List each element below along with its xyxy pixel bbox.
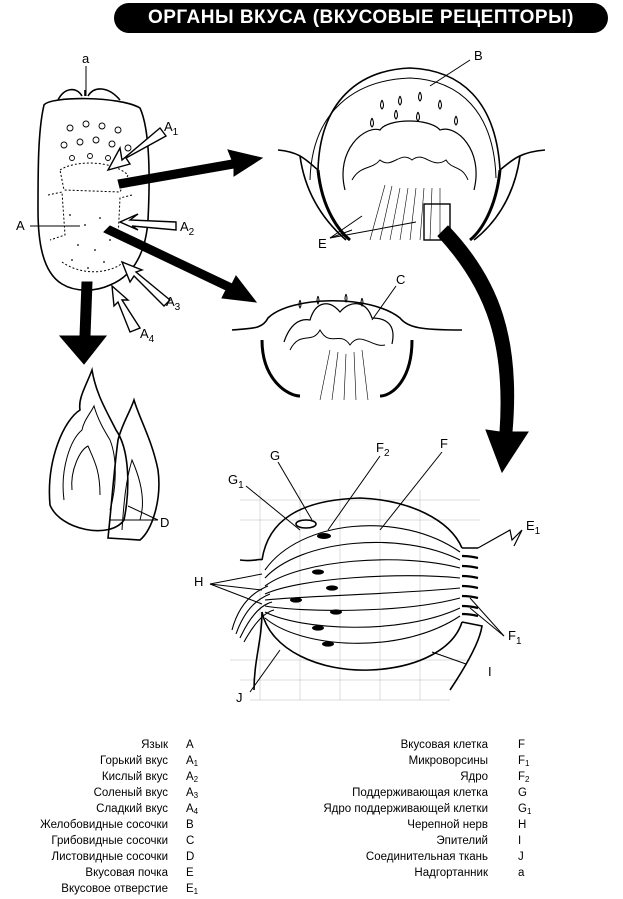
- taste-zone-arrows: [106, 126, 177, 333]
- legend-code: G: [518, 787, 527, 799]
- legend-name: Вкусовая клетка: [400, 739, 488, 751]
- legend-code: E: [186, 867, 194, 879]
- label-F1: F1: [508, 628, 522, 647]
- legend-code: F2: [518, 771, 530, 784]
- arrow-sour: [118, 213, 177, 231]
- label-J: J: [236, 690, 243, 705]
- label-C: C: [396, 272, 405, 287]
- legend-name: Листовидные сосочки: [51, 851, 168, 863]
- label-D: D: [160, 515, 169, 530]
- label-a: a: [82, 51, 90, 66]
- circumvallate-papilla: [277, 67, 546, 242]
- legend-name: Грибовидные сосочки: [51, 835, 168, 847]
- legend-code: I: [518, 835, 522, 847]
- arrow-to-C: [103, 225, 258, 303]
- legend-code: J: [518, 851, 524, 863]
- legend-code: A3: [186, 787, 199, 800]
- legend-code: F1: [518, 755, 530, 768]
- legend-name: Микроворсины: [408, 755, 488, 767]
- arrow-to-B: [117, 149, 264, 189]
- arrow-to-D: [58, 281, 108, 365]
- legend-name: Поддерживающая клетка: [352, 787, 488, 799]
- label-A: A: [16, 218, 25, 233]
- label-A4: A4: [140, 326, 155, 345]
- label-A3: A3: [166, 294, 181, 313]
- legend-name: Горький вкус: [100, 755, 168, 767]
- arrow-salty: [120, 260, 172, 307]
- label-A1: A1: [164, 119, 179, 138]
- legend-code: A1: [186, 755, 199, 768]
- legend-name: Желобовидные сосочки: [40, 819, 168, 831]
- legend-name: Ядро поддерживающей клетки: [323, 803, 488, 815]
- legend-name: Вкусовая почка: [85, 867, 168, 879]
- label-G1: G1: [228, 472, 244, 491]
- legend-name: Ядро: [460, 771, 488, 783]
- legend-name: Соединительная ткань: [365, 851, 488, 863]
- label-F2: F2: [376, 440, 390, 459]
- legend-code: A4: [186, 803, 199, 816]
- legend-name: Сладкий вкус: [96, 803, 168, 815]
- arrow-to-E1: [437, 225, 529, 474]
- page-title: ОРГАНЫ ВКУСА (ВКУСОВЫЕ РЕЦЕПТОРЫ): [147, 7, 574, 28]
- legend-name: Кислый вкус: [101, 771, 168, 783]
- label-F: F: [440, 436, 448, 451]
- legend-code: H: [518, 819, 527, 831]
- label-G: G: [270, 448, 280, 463]
- legend-name: Эпителий: [436, 835, 488, 847]
- legend-code: F: [518, 739, 526, 751]
- leader-lines: [30, 59, 505, 693]
- legend-code: D: [186, 851, 195, 863]
- legend-code: E1: [186, 883, 199, 896]
- legend-code: B: [186, 819, 194, 831]
- connector-arrows: [58, 149, 529, 474]
- label-A2: A2: [180, 219, 195, 238]
- taste-bud-detail: [230, 490, 523, 701]
- legend-code: C: [186, 835, 195, 847]
- legend-code: A: [186, 739, 194, 751]
- arrow-bitter: [106, 126, 168, 172]
- legend-code: a: [518, 867, 525, 879]
- legend-name: Соленый вкус: [93, 787, 168, 799]
- label-B: B: [474, 48, 483, 63]
- legend-name: Надгортанник: [414, 867, 488, 879]
- arrow-sweet: [111, 284, 142, 333]
- tongue-drawing: [37, 88, 150, 291]
- fungiform-papilla: [231, 293, 463, 401]
- label-E1: E1: [526, 518, 541, 537]
- label-E: E: [318, 236, 327, 251]
- label-I: I: [488, 664, 492, 679]
- foliate-papillae: [48, 366, 160, 541]
- legend-name: Черепной нерв: [407, 819, 488, 831]
- label-H: H: [194, 574, 203, 589]
- legend-code: G1: [518, 803, 532, 816]
- legend-code: A2: [186, 771, 199, 784]
- diagram-labels: a A A1 A2 A3 A4 B E C D G G1 F2 F E1 H F…: [16, 48, 541, 705]
- legend-name: Язык: [141, 739, 168, 751]
- legend-name: Вкусовое отверстие: [61, 883, 168, 895]
- title-banner: ОРГАНЫ ВКУСА (ВКУСОВЫЕ РЕЦЕПТОРЫ): [114, 3, 608, 33]
